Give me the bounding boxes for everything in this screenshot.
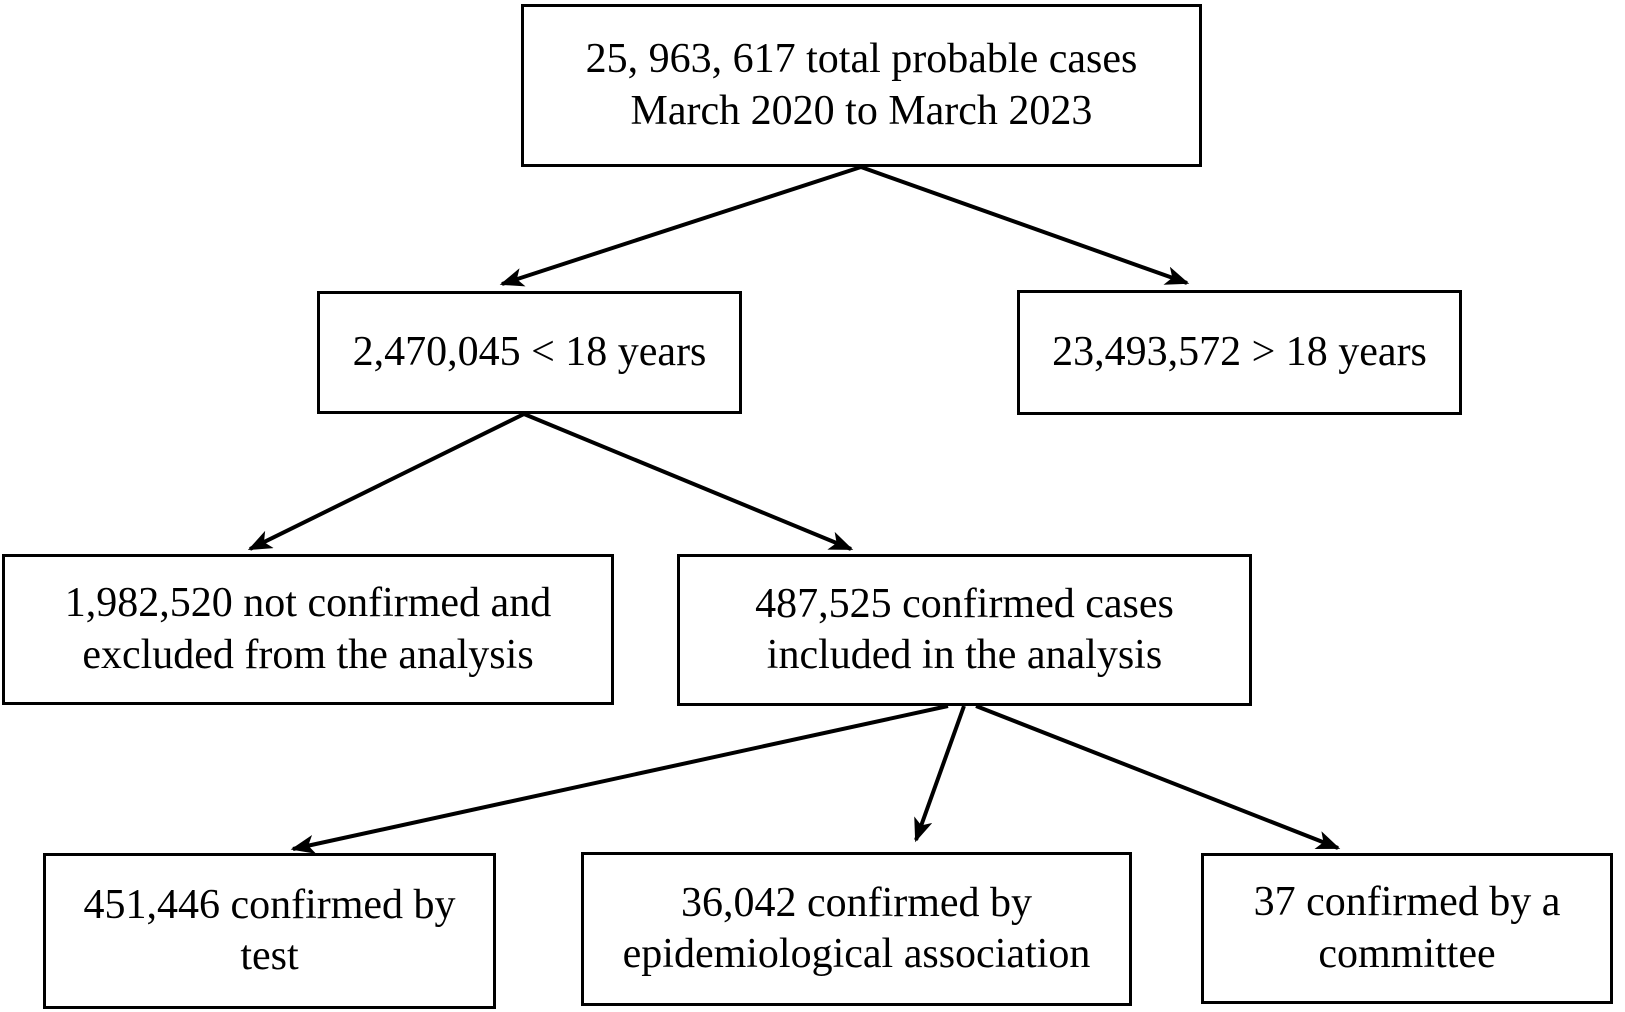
node-over-18-years: 23,493,572 > 18 years xyxy=(1017,290,1462,415)
arrow-included-to-committee xyxy=(975,704,1341,850)
node-over-18-years-label: 23,493,572 > 18 years xyxy=(1052,328,1427,375)
node-total-probable-cases-label: 25, 963, 617 total probable cases March … xyxy=(585,36,1138,134)
node-not-confirmed-excluded-label: 1,982,520 not confirmed and excluded fro… xyxy=(64,580,552,678)
node-confirmed-by-epidemiological-association: 36,042 confirmed by epidemiological asso… xyxy=(581,852,1132,1006)
arrow-included-to-epi xyxy=(914,705,966,843)
node-confirmed-by-committee-label: 37 confirmed by a committee xyxy=(1253,879,1561,977)
node-confirmed-by-test-label: 451,446 confirmed by test xyxy=(83,881,456,979)
node-confirmed-included-label: 487,525 confirmed cases included in the … xyxy=(755,580,1174,678)
arrow-under18-to-included xyxy=(523,412,854,551)
arrow-total-to-over18 xyxy=(860,165,1190,285)
arrow-under18-to-excluded xyxy=(247,412,525,551)
node-total-probable-cases: 25, 963, 617 total probable cases March … xyxy=(521,4,1202,167)
node-confirmed-by-epidemiological-association-label: 36,042 confirmed by epidemiological asso… xyxy=(622,879,1091,977)
node-under-18-years: 2,470,045 < 18 years xyxy=(317,291,742,414)
arrow-total-to-under18 xyxy=(499,165,862,287)
node-under-18-years-label: 2,470,045 < 18 years xyxy=(352,328,707,375)
node-not-confirmed-excluded: 1,982,520 not confirmed and excluded fro… xyxy=(2,554,614,705)
node-confirmed-by-test: 451,446 confirmed by test xyxy=(43,853,496,1009)
arrow-included-to-test xyxy=(290,704,949,854)
node-confirmed-by-committee: 37 confirmed by a committee xyxy=(1201,853,1613,1004)
node-confirmed-included: 487,525 confirmed cases included in the … xyxy=(677,554,1252,706)
